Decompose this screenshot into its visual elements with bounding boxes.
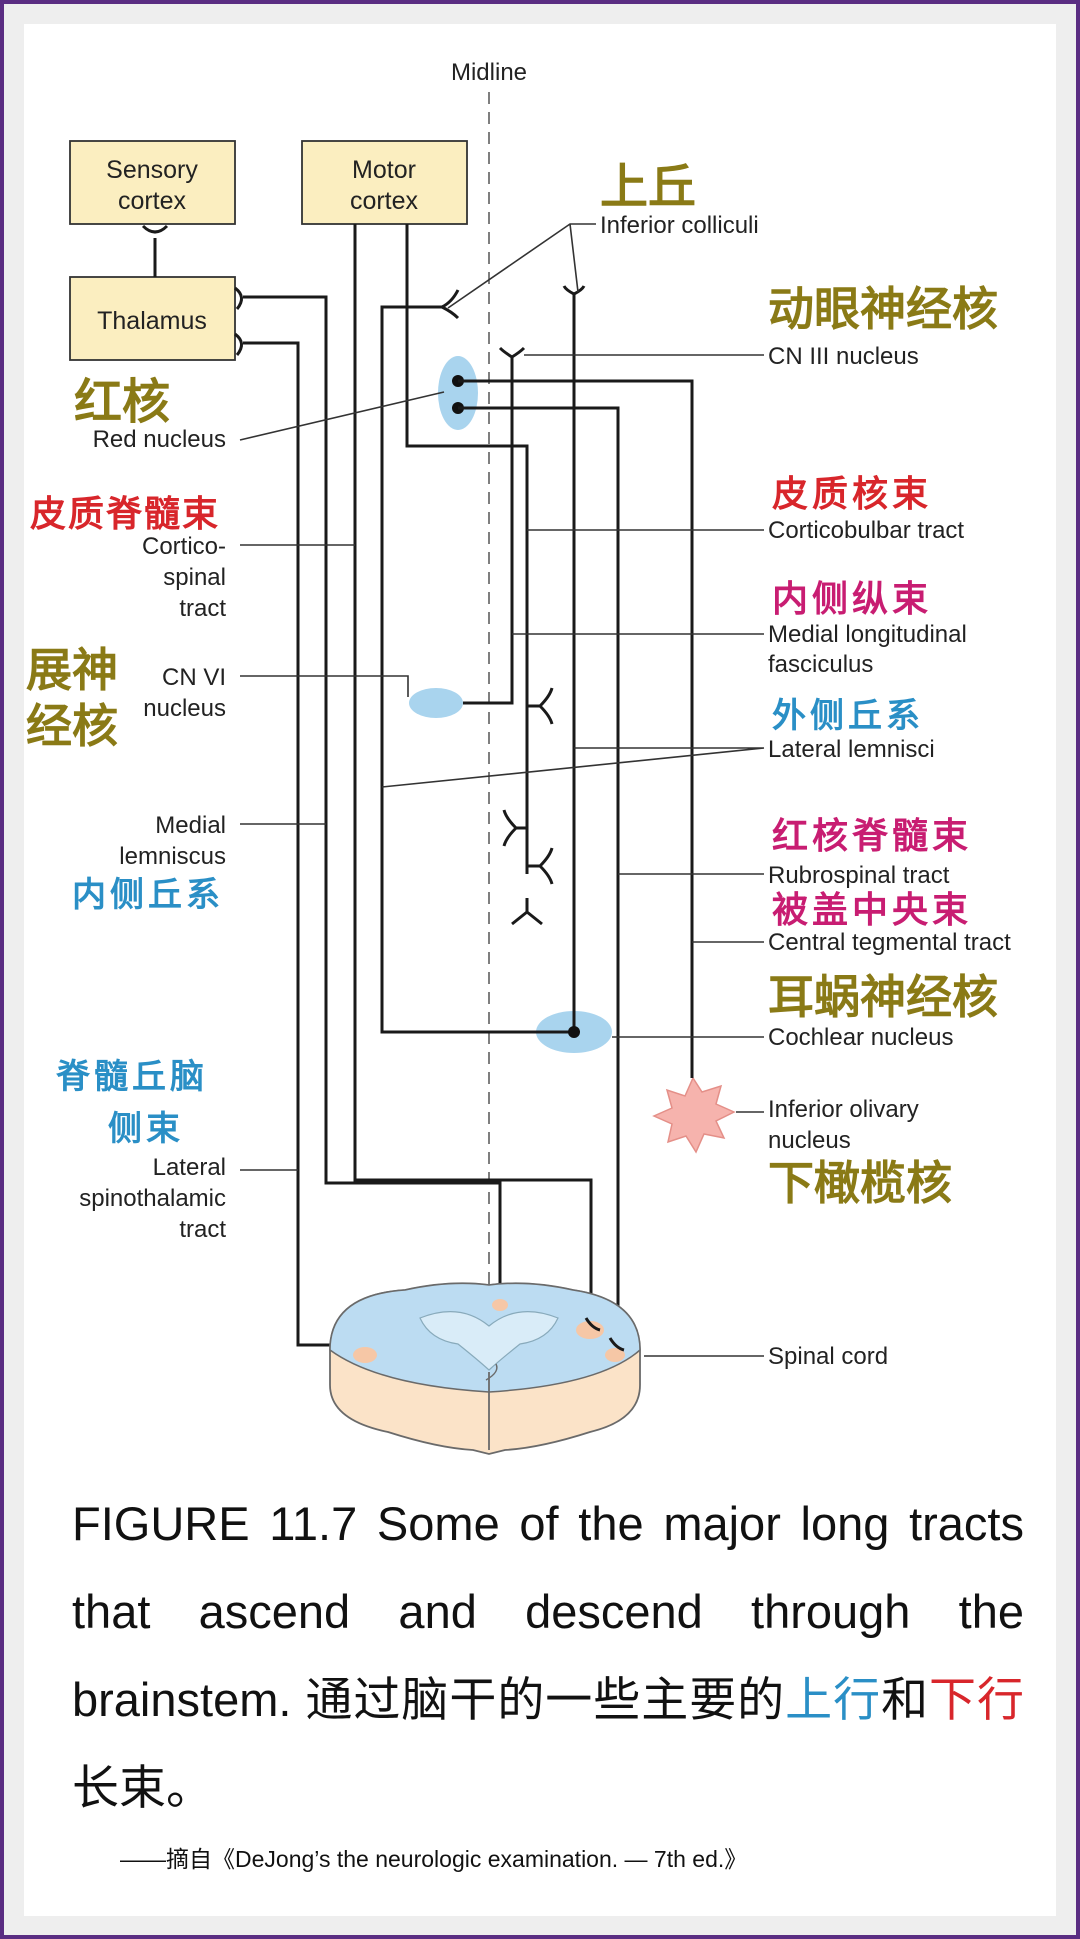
medial-lemniscus-label-2: lemniscus	[119, 843, 226, 870]
caption-chinese-post: 长束。	[72, 1761, 213, 1814]
central-tegmental-zh: 被盖中央束	[772, 890, 972, 931]
corticospinal-label-2: spinal	[163, 564, 226, 591]
cn6-nucleus-label-1: CN VI	[162, 664, 226, 691]
inferior-colliculi-label: Inferior colliculi	[600, 212, 759, 239]
corticospinal-zh: 皮质脊髓束	[30, 494, 220, 535]
lateral-spinothalamic-zh-1: 脊髓丘脑	[56, 1057, 208, 1097]
lateral-spinothalamic-label-3: tract	[179, 1216, 226, 1243]
corticospinal-label-1: Cortico-	[142, 533, 226, 560]
inferior-colliculus-endings	[441, 285, 586, 320]
cn3-nucleus-zh: 动眼神经核	[768, 282, 998, 336]
figure-caption: FIGURE 11.7 Some of the major long tract…	[72, 1480, 1024, 1832]
midline-label: Midline	[451, 59, 527, 86]
thalamus-label: Thalamus	[97, 307, 207, 335]
cn3-nucleus-label: CN III nucleus	[768, 343, 919, 370]
motor-cortex-box: Motor cortex	[301, 140, 468, 225]
sensory-cortex-box: Sensory cortex	[69, 140, 236, 225]
central-tegmental-label: Central tegmental tract	[768, 929, 1011, 956]
lateral-lemniscus-contralateral	[380, 305, 574, 1034]
lateral-spinothalamic-label-2: spinothalamic	[79, 1185, 226, 1212]
rubrospinal-zh: 红核脊髓束	[772, 816, 972, 857]
mlf-zh: 内侧纵束	[772, 579, 932, 620]
central-tegmental-tract	[458, 379, 694, 1078]
inferior-olivary-nucleus-shape	[652, 1076, 736, 1154]
lateral-lemnisci-zh: 外侧丘系	[772, 696, 924, 736]
medial-lemniscus-tract	[243, 295, 502, 1301]
red-nucleus-label: Red nucleus	[93, 426, 226, 453]
caption-chinese-descend: 下行	[929, 1673, 1025, 1726]
brainstem-tract-diagram: Midline Sensory cortex Motor cortex Thal…	[26, 59, 1011, 1455]
rubrospinal-label: Rubrospinal tract	[768, 862, 950, 889]
spinal-cord-label: Spinal cord	[768, 1343, 888, 1370]
lateral-spinothalamic-tract	[243, 341, 536, 1347]
thalamocortical-projection	[141, 224, 169, 277]
corticobulbar-endings	[502, 687, 554, 926]
corticospinal-tract	[353, 224, 593, 1318]
inferior-olivary-label-2: nucleus	[768, 1127, 851, 1154]
corticospinal-label-3: tract	[179, 595, 226, 622]
cn6-nucleus-zh-2: 经核	[26, 699, 118, 753]
inferior-olivary-zh: 下橄榄核	[768, 1156, 952, 1210]
sensory-cortex-label-2: cortex	[118, 187, 187, 215]
thalamus-box: Thalamus	[69, 276, 236, 361]
lateral-spinothalamic-label-1: Lateral	[153, 1154, 226, 1181]
rubrospinal-tract	[458, 406, 620, 1330]
mlf-label-2: fasciculus	[768, 651, 873, 678]
spinal-cord-section	[329, 1282, 641, 1455]
cn6-leader	[240, 675, 409, 697]
cn6-nucleus-shape	[409, 688, 463, 718]
red-nucleus-shape	[438, 356, 478, 430]
medial-longitudinal-fasciculus	[463, 357, 514, 705]
caption-english: FIGURE 11.7 Some of the major long tract…	[72, 1497, 1024, 1726]
inferior-colliculi-zh: 上丘	[600, 159, 696, 215]
caption-chinese-ascend: 上行	[785, 1673, 882, 1726]
motor-cortex-label-2: cortex	[350, 187, 419, 215]
sensory-cortex-label-1: Sensory	[106, 156, 198, 184]
inferior-colliculi-leader	[447, 223, 596, 309]
cochlear-nucleus-label: Cochlear nucleus	[768, 1024, 953, 1051]
corticobulbar-zh: 皮质核束	[772, 474, 932, 515]
cn6-nucleus-label-2: nucleus	[143, 695, 226, 722]
red-nucleus-zh: 红核	[74, 374, 170, 430]
mlf-label-1: Medial longitudinal	[768, 621, 967, 648]
cochlear-nucleus-dot	[568, 1026, 580, 1038]
caption-chinese-pre: 通过脑干的一些主要的	[305, 1673, 786, 1726]
cochlear-nucleus-zh: 耳蜗神经核	[768, 970, 998, 1024]
lateral-lemnisci-label: Lateral lemnisci	[768, 736, 935, 763]
lateral-lemnisci-leader	[381, 747, 765, 788]
thalamus-synapse-marks	[234, 286, 243, 356]
lateral-spinothalamic-zh-2: 侧束	[108, 1109, 184, 1149]
medial-lemniscus-label-1: Medial	[155, 812, 226, 839]
corticobulbar-tract	[405, 224, 529, 874]
source-citation: ——摘自《DeJong’s the neurologic examination…	[120, 1846, 748, 1872]
red-nucleus-leader	[239, 391, 445, 441]
cn3-nucleus-ending	[498, 346, 526, 359]
medial-lemniscus-zh: 内侧丘系	[72, 875, 224, 915]
caption-chinese-and: 和	[881, 1673, 930, 1726]
cn6-nucleus-zh-1: 展神	[26, 643, 118, 697]
corticobulbar-label: Corticobulbar tract	[768, 517, 964, 544]
inferior-olivary-label-1: Inferior olivary	[768, 1096, 919, 1123]
motor-cortex-label-1: Motor	[352, 156, 416, 184]
